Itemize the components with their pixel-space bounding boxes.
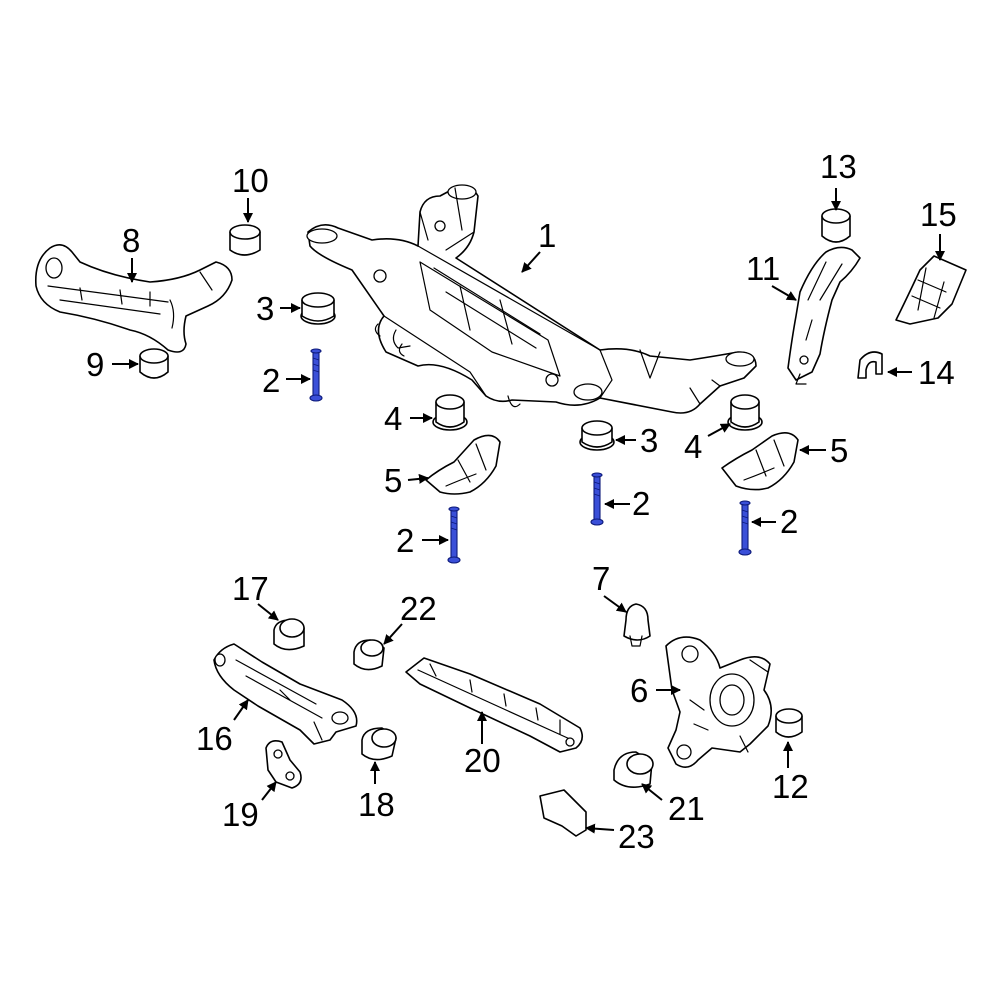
shield-part-15[interactable] [895,255,967,325]
bolt-part-2-c[interactable] [447,506,461,564]
knuckle-part-6[interactable] [665,636,772,768]
callout-23: 23 [618,818,655,855]
callout-6: 6 [630,672,648,709]
callout-22: 22 [400,590,437,627]
lower-arm-part-16[interactable] [213,643,358,745]
callout-3: 3 [256,290,274,327]
link-part-19[interactable] [265,740,302,789]
bushing-part-17[interactable] [273,618,305,651]
bushing-part-13[interactable] [821,208,851,243]
callout-20: 20 [464,742,501,779]
callout-leaders [112,188,945,834]
mount-bushing-4-right[interactable] [727,394,763,431]
link-part-11[interactable] [787,246,861,385]
callout-15: 15 [920,196,957,233]
mount-bushing-3-left[interactable] [300,292,336,325]
bolt-part-2-b[interactable] [590,472,604,526]
bushing-part-21[interactable] [613,751,654,788]
callout-21: 21 [668,790,705,827]
bracket-part-23[interactable] [539,789,587,837]
callout-7: 7 [592,560,610,597]
bolt-part-2-d[interactable] [738,500,752,556]
callout-9: 9 [86,346,104,383]
callout-16: 16 [196,720,233,757]
bushing-part-12[interactable] [775,708,803,738]
bolt-part-2-a[interactable] [309,348,323,402]
bushing-part-10[interactable] [229,224,261,256]
callout-2: 2 [632,485,650,522]
callout-4: 4 [384,400,402,437]
callout-5: 5 [384,462,402,499]
bushing-part-9[interactable] [139,348,169,379]
subframe-part[interactable] [306,184,757,414]
callout-4: 4 [684,428,702,465]
callout-2: 2 [396,522,414,559]
trailing-arm-part-20[interactable] [405,657,584,753]
callout-3: 3 [640,422,658,459]
callout-2: 2 [262,362,280,399]
callout-11: 11 [746,250,780,287]
callout-10: 10 [232,162,269,199]
mount-bushing-3-right[interactable] [579,420,615,451]
bump-stop-part-7[interactable] [623,603,651,647]
callout-17: 17 [232,570,269,607]
callout-19: 19 [222,796,259,833]
bushing-part-22[interactable] [353,639,385,671]
callout-8: 8 [122,222,140,259]
callout-2: 2 [780,503,798,540]
callout-labels: 1 2 2 2 2 3 3 4 4 5 5 6 7 8 9 10 11 12 1… [86,148,957,855]
callout-12: 12 [772,768,809,805]
callout-13: 13 [820,148,857,185]
callout-14: 14 [918,354,955,391]
clip-part-14[interactable] [857,351,883,379]
control-arm-part-8[interactable] [34,244,233,353]
bracket-part-5-right[interactable] [721,432,799,491]
callout-18: 18 [358,786,395,823]
callout-5: 5 [830,432,848,469]
callout-1: 1 [538,217,556,254]
bushing-part-18[interactable] [361,727,397,761]
mount-bushing-4-left[interactable] [432,394,468,431]
bracket-part-5-left[interactable] [425,434,501,495]
